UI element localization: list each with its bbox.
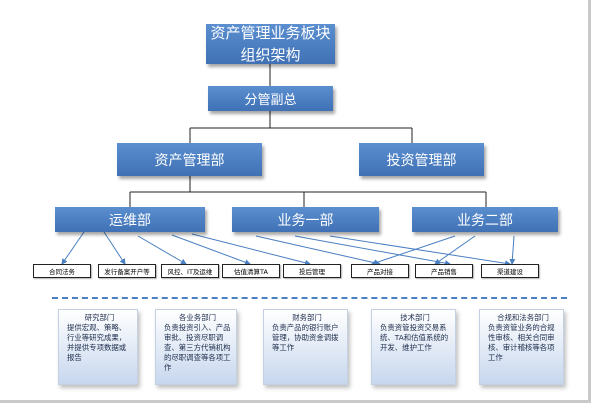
support-title: 合规和法务部门 xyxy=(497,313,549,322)
support-tech-dept: 技术部门 负责资管投资交易系统、TA和估值系统的开发、维护工作 xyxy=(371,309,456,385)
task-label: 投后管理 xyxy=(299,268,325,276)
support-title: 技术部门 xyxy=(400,313,430,322)
task-issuance-filing: 发行备案开户等 xyxy=(98,264,156,278)
investment-mgmt-dept-label: 投资管理部 xyxy=(386,152,457,169)
top-title-line2: 组织架构 xyxy=(240,46,301,64)
vice-gm-box: 分管副总 xyxy=(208,86,333,111)
investment-mgmt-dept-box: 投资管理部 xyxy=(359,143,484,176)
task-arrows xyxy=(61,231,516,267)
business-one-division-box: 业务一部 xyxy=(232,207,379,232)
task-risk-it-ops: 风控、IT及运维 xyxy=(161,264,219,278)
task-label: 估值清算TA xyxy=(234,268,268,276)
operations-division-label: 运维部 xyxy=(109,212,151,229)
support-text: 提供宏观、策略、行业等研究成果，并提供专项数据或报告 xyxy=(67,323,127,362)
asset-mgmt-dept-label: 资产管理部 xyxy=(154,152,225,169)
dashed-separator xyxy=(52,297,567,299)
top-title-box: 资产管理业务板块 组织架构 xyxy=(206,24,335,64)
task-label: 合同法务 xyxy=(49,268,75,276)
support-title: 各业务部门 xyxy=(179,313,216,322)
task-label: 发行备案开户等 xyxy=(104,268,150,276)
task-channel-building: 渠道建设 xyxy=(481,264,539,278)
support-research-dept: 研究部门 提供宏观、策略、行业等研究成果，并提供专项数据或报告 xyxy=(58,309,138,385)
asset-mgmt-dept-box: 资产管理部 xyxy=(117,143,262,176)
support-business-depts: 各业务部门 负责投资引入、产品审批、投资尽职调查、第三方代销机构的尽职调查等各项… xyxy=(155,309,237,385)
support-text: 负责投资引入、产品审批、投资尽职调查、第三方代销机构的尽职调查等各项工作 xyxy=(164,323,231,372)
task-contract-legal: 合同法务 xyxy=(33,264,91,278)
business-two-division-box: 业务二部 xyxy=(412,207,558,232)
task-label: 产品销售 xyxy=(431,268,457,276)
support-title: 财务部门 xyxy=(292,313,322,322)
task-product-docking: 产品对接 xyxy=(351,264,409,278)
support-text: 负责资管业务的合规性审核、相关合同审核、审计稽核等各项工作 xyxy=(488,323,555,362)
support-text: 负责产品的银行账户管理，协助资金调拨等工作 xyxy=(272,323,339,352)
support-text: 负责资管投资交易系统、TA和估值系统的开发、维护工作 xyxy=(380,323,449,352)
vice-gm-label: 分管副总 xyxy=(244,93,297,108)
task-post-investment: 投后管理 xyxy=(283,264,341,278)
support-finance-dept: 财务部门 负责产品的银行账户管理，协助资金调拨等工作 xyxy=(263,309,348,385)
task-label: 产品对接 xyxy=(367,268,393,276)
task-product-sales: 产品销售 xyxy=(415,264,473,278)
hierarchy-lines xyxy=(129,64,487,207)
business-two-division-label: 业务二部 xyxy=(457,212,513,229)
operations-division-box: 运维部 xyxy=(55,207,205,232)
business-one-division-label: 业务一部 xyxy=(277,212,334,229)
task-valuation-clearing: 估值清算TA xyxy=(222,264,280,278)
task-label: 风控、IT及运维 xyxy=(167,268,213,276)
support-compliance-legal-dept: 合规和法务部门 负责资管业务的合规性审核、相关合同审核、审计稽核等各项工作 xyxy=(479,309,564,385)
support-title: 研究部门 xyxy=(84,313,115,322)
task-label: 渠道建设 xyxy=(497,268,523,276)
top-title-line1: 资产管理业务板块 xyxy=(210,24,331,42)
